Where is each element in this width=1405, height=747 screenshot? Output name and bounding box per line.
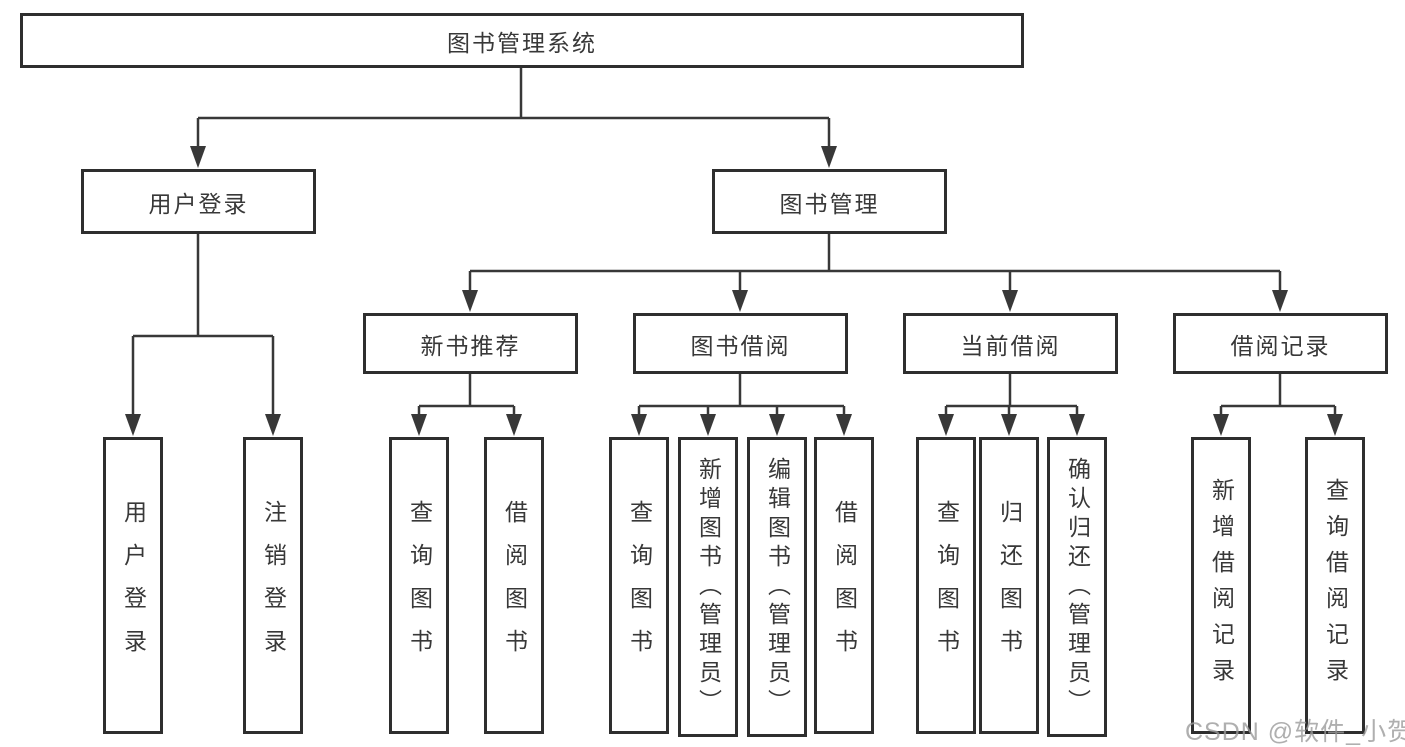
csdn-watermark: CSDN @软件_小贺同学 xyxy=(1185,718,1405,746)
node-current-borrowing: 当前借阅 xyxy=(903,313,1118,374)
node-label: 借阅图书 xyxy=(501,499,528,672)
node-leaf-add-book-admin: 新增图书（管理员） xyxy=(678,437,738,737)
node-label: 用户登录 xyxy=(148,190,249,217)
node-label: 查询图书 xyxy=(933,499,960,672)
node-label: 查询图书 xyxy=(406,499,433,672)
node-leaf-borrow-book-recommend: 借阅图书 xyxy=(484,437,544,734)
node-leaf-borrow-book: 借阅图书 xyxy=(814,437,874,734)
node-label: 借阅图书 xyxy=(831,499,858,672)
node-label: 归还图书 xyxy=(996,499,1023,672)
node-leaf-query-book-recommend: 查询图书 xyxy=(389,437,449,734)
node-label: 确认归还（管理员） xyxy=(1064,456,1091,718)
node-label: 新增借阅记录 xyxy=(1208,477,1235,694)
node-leaf-return-book: 归还图书 xyxy=(979,437,1039,734)
node-leaf-edit-book-admin: 编辑图书（管理员） xyxy=(747,437,807,737)
node-label: 图书管理 xyxy=(779,190,880,217)
node-label: 当前借阅 xyxy=(960,332,1061,359)
node-leaf-add-borrow-record: 新增借阅记录 xyxy=(1191,437,1251,734)
node-book-borrowing: 图书借阅 xyxy=(633,313,848,374)
node-leaf-query-book-current: 查询图书 xyxy=(916,437,976,734)
node-borrowing-records: 借阅记录 xyxy=(1173,313,1388,374)
node-label: 图书管理系统 xyxy=(447,29,597,56)
arrowheads xyxy=(125,146,1343,436)
node-leaf-query-borrow-record: 查询借阅记录 xyxy=(1305,437,1365,734)
node-label: 查询借阅记录 xyxy=(1322,477,1349,694)
node-label: 用户登录 xyxy=(120,499,147,672)
node-user-login: 用户登录 xyxy=(81,169,316,234)
node-book-management: 图书管理 xyxy=(712,169,947,234)
node-leaf-logout: 注销登录 xyxy=(243,437,303,734)
node-label: 借阅记录 xyxy=(1230,332,1331,359)
node-new-book-recommend: 新书推荐 xyxy=(363,313,578,374)
node-label: 注销登录 xyxy=(260,499,287,672)
node-leaf-query-book-borrowing: 查询图书 xyxy=(609,437,669,734)
node-label: 新书推荐 xyxy=(420,332,521,359)
node-leaf-user-login: 用户登录 xyxy=(103,437,163,734)
node-label: 图书借阅 xyxy=(690,332,791,359)
node-label: 新增图书（管理员） xyxy=(695,456,722,718)
node-library-management-system: 图书管理系统 xyxy=(20,13,1024,68)
node-label: 编辑图书（管理员） xyxy=(764,456,791,718)
node-label: 查询图书 xyxy=(626,499,653,672)
node-leaf-confirm-return-admin: 确认归还（管理员） xyxy=(1047,437,1107,737)
